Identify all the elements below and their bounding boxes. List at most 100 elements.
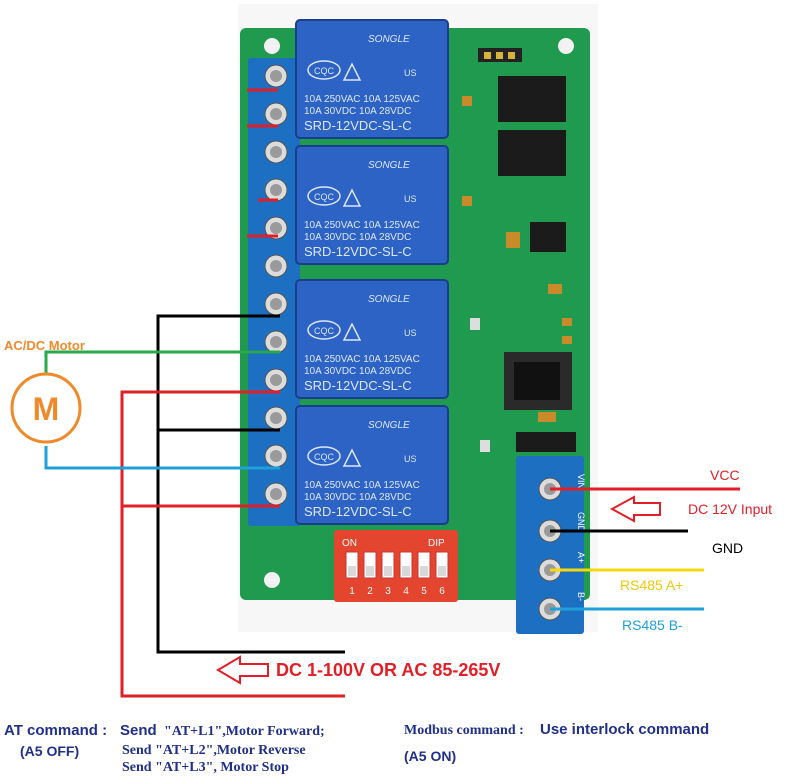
relay-terminal-block — [248, 58, 300, 526]
dip-switch — [334, 530, 458, 602]
relay-cqc: CQC — [314, 66, 335, 76]
rs485-a-label: RS485 A+ — [620, 577, 684, 593]
modbus-text: Use interlock command — [540, 721, 710, 738]
green-wire — [44, 350, 280, 374]
relay-rating-1: 10A 250VAC 10A 125VAC — [304, 94, 420, 105]
dip-switch-toggle[interactable]: 4 — [399, 551, 413, 597]
modbus-title: Modbus command : — [404, 723, 524, 738]
relay-ul: US — [404, 454, 417, 464]
terminal-screw — [264, 178, 288, 202]
dip-switch-toggle[interactable]: 6 — [435, 551, 449, 597]
dc-input-arrow-icon — [609, 495, 661, 523]
relay-rating-2: 10A 30VDC 10A 28VDC — [304, 106, 411, 117]
relay-rating-1: 10A 250VAC 10A 125VAC — [304, 354, 420, 365]
motor-icon — [10, 372, 82, 444]
at-command-title: AT command : — [4, 722, 108, 739]
cqc-logo-icon — [307, 186, 341, 206]
relay-rating-2: 10A 30VDC 10A 28VDC — [304, 232, 411, 243]
mount-hole — [558, 38, 574, 54]
dip-number: 3 — [385, 586, 391, 597]
at-l2-text: Send "AT+L2",Motor Reverse — [122, 743, 306, 758]
dip-switch-toggle[interactable]: 1 — [345, 551, 359, 597]
at-l3-text: Send "AT+L3", Motor Stop — [122, 760, 289, 775]
power-terminal-label: B- — [576, 592, 586, 601]
relay-ul: US — [404, 68, 417, 78]
cqc-logo-icon — [307, 60, 341, 80]
terminal-screw — [264, 254, 288, 278]
blue-wire — [44, 446, 280, 470]
dip-number: 6 — [439, 586, 445, 597]
relay-model: SRD-12VDC-SL-C — [304, 378, 412, 393]
power-terminal-label: A+ — [576, 552, 586, 563]
terminal-screw — [264, 368, 288, 392]
terminal-screw — [264, 292, 288, 316]
relay-rating-2: 10A 30VDC 10A 28VDC — [304, 492, 411, 503]
relay-model: SRD-12VDC-SL-C — [304, 244, 412, 259]
relay-ul: US — [404, 328, 417, 338]
motor-label: AC/DC Motor — [4, 338, 85, 353]
terminal-screw — [264, 216, 288, 240]
load-supply-label: DC 1-100V OR AC 85-265V — [276, 660, 501, 680]
dip-number: 1 — [349, 586, 355, 597]
dip-switch-toggle[interactable]: 5 — [417, 551, 431, 597]
pcb-components — [462, 48, 576, 452]
relay-cqc: CQC — [314, 192, 335, 202]
red-wire — [120, 390, 345, 698]
cqc-logo-icon — [307, 446, 341, 466]
gnd-label: GND — [712, 540, 744, 556]
warning-triangle-icon — [342, 188, 362, 207]
mount-hole — [264, 572, 280, 588]
relay-ul: US — [404, 194, 417, 204]
a5-on-label: (A5 ON) — [404, 748, 457, 764]
at-l1-text: "AT+L1",Motor Forward; — [164, 724, 325, 739]
warning-triangle-icon — [342, 448, 362, 467]
power-terminal-label: GND — [576, 512, 586, 533]
terminal-screw — [264, 406, 288, 430]
relay-brand: SONGLE — [368, 160, 410, 171]
relay-model: SRD-12VDC-SL-C — [304, 118, 412, 133]
terminal-screw — [264, 482, 288, 506]
power-terminal-label: VIN — [576, 474, 586, 489]
terminal-screw — [264, 140, 288, 164]
ic-chip — [498, 76, 566, 122]
mount-hole — [264, 38, 280, 54]
black-wire — [156, 314, 345, 654]
diode-array — [516, 432, 576, 452]
wires — [44, 88, 740, 698]
rs485-b-label: RS485 B- — [622, 617, 683, 633]
terminal-screw — [264, 444, 288, 468]
relay-cqc: CQC — [314, 452, 335, 462]
power-terminal-block — [516, 456, 584, 634]
motor-symbol: M — [33, 391, 60, 427]
relay-brand: SONGLE — [368, 34, 410, 45]
dip-switch-toggle[interactable]: 2 — [363, 551, 377, 597]
relay-brand: SONGLE — [368, 294, 410, 305]
relay-rating-2: 10A 30VDC 10A 28VDC — [304, 366, 411, 377]
dc-input-label: DC 12V Input — [688, 501, 773, 517]
warning-triangle-icon — [342, 62, 362, 81]
at-send-label: Send — [120, 722, 157, 739]
relay-rating-1: 10A 250VAC 10A 125VAC — [304, 220, 420, 231]
load-supply-arrow-icon — [216, 655, 269, 685]
terminal-screw — [264, 64, 288, 88]
dip-label: DIP — [428, 538, 445, 549]
vcc-label: VCC — [710, 467, 740, 483]
relay-model: SRD-12VDC-SL-C — [304, 504, 412, 519]
relay-brand: SONGLE — [368, 420, 410, 431]
ic-chip — [498, 130, 566, 176]
relay-cqc: CQC — [314, 326, 335, 336]
dip-number: 4 — [403, 586, 409, 597]
a5-off-label: (A5 OFF) — [20, 743, 80, 759]
dip-number: 2 — [367, 586, 373, 597]
relay-rating-1: 10A 250VAC 10A 125VAC — [304, 480, 420, 491]
dip-switch-toggle[interactable]: 3 — [381, 551, 395, 597]
ic-chip — [530, 222, 566, 252]
terminal-screw — [264, 330, 288, 354]
warning-triangle-icon — [342, 322, 362, 341]
dip-on-label: ON — [342, 538, 357, 549]
